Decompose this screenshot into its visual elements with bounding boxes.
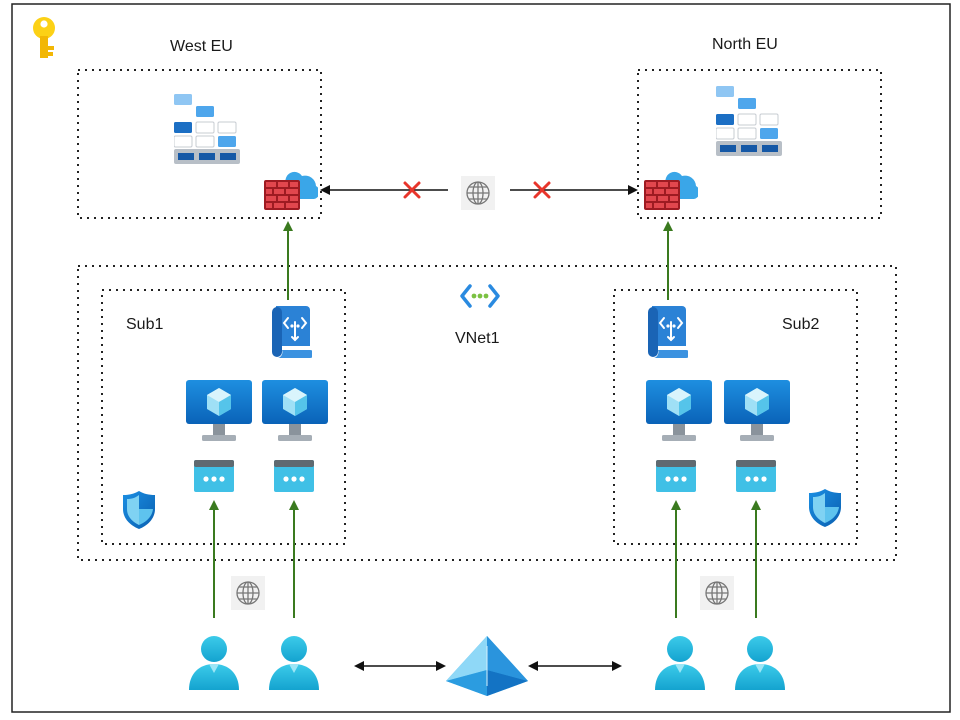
active-directory-icon — [445, 636, 529, 696]
outer-frame — [11, 3, 951, 713]
user-icon-1 — [189, 636, 239, 690]
vnet-label: VNet1 — [455, 330, 500, 347]
virtual-machine-icon-1 — [186, 380, 252, 441]
sql-pool-icon-west — [174, 94, 240, 164]
network-interface-icon-2 — [274, 460, 314, 492]
virtual-network-icon — [460, 284, 500, 308]
shield-icon-sub2 — [809, 489, 841, 527]
virtual-machine-icon-3 — [646, 380, 712, 441]
route-table-icon-sub2 — [647, 305, 688, 358]
globe-icon-left — [231, 576, 265, 610]
network-interface-icon-4 — [736, 460, 776, 492]
network-interface-icon-3 — [656, 460, 696, 492]
vnet-box — [77, 265, 897, 561]
user-icon-4 — [735, 636, 785, 690]
globe-icon-top — [461, 176, 495, 210]
shield-icon-sub1 — [123, 491, 155, 529]
network-interface-icon-1 — [194, 460, 234, 492]
north-eu-region-box — [637, 69, 882, 219]
route-table-icon-sub1 — [271, 305, 312, 358]
west-eu-region-box — [77, 69, 322, 219]
sub2-label: Sub2 — [782, 316, 820, 333]
key-icon — [33, 17, 55, 58]
user-icon-3 — [655, 636, 705, 690]
virtual-machine-icon-2 — [262, 380, 328, 441]
globe-icon-right — [700, 576, 734, 610]
cloud-firewall-icon-north — [644, 171, 698, 210]
sql-pool-icon-north — [716, 86, 782, 156]
west-eu-label: West EU — [170, 38, 233, 55]
sub1-label: Sub1 — [126, 316, 164, 333]
virtual-machine-icon-4 — [724, 380, 790, 441]
user-icon-2 — [269, 636, 319, 690]
cloud-firewall-icon-west — [264, 171, 318, 210]
north-eu-label: North EU — [712, 36, 778, 53]
